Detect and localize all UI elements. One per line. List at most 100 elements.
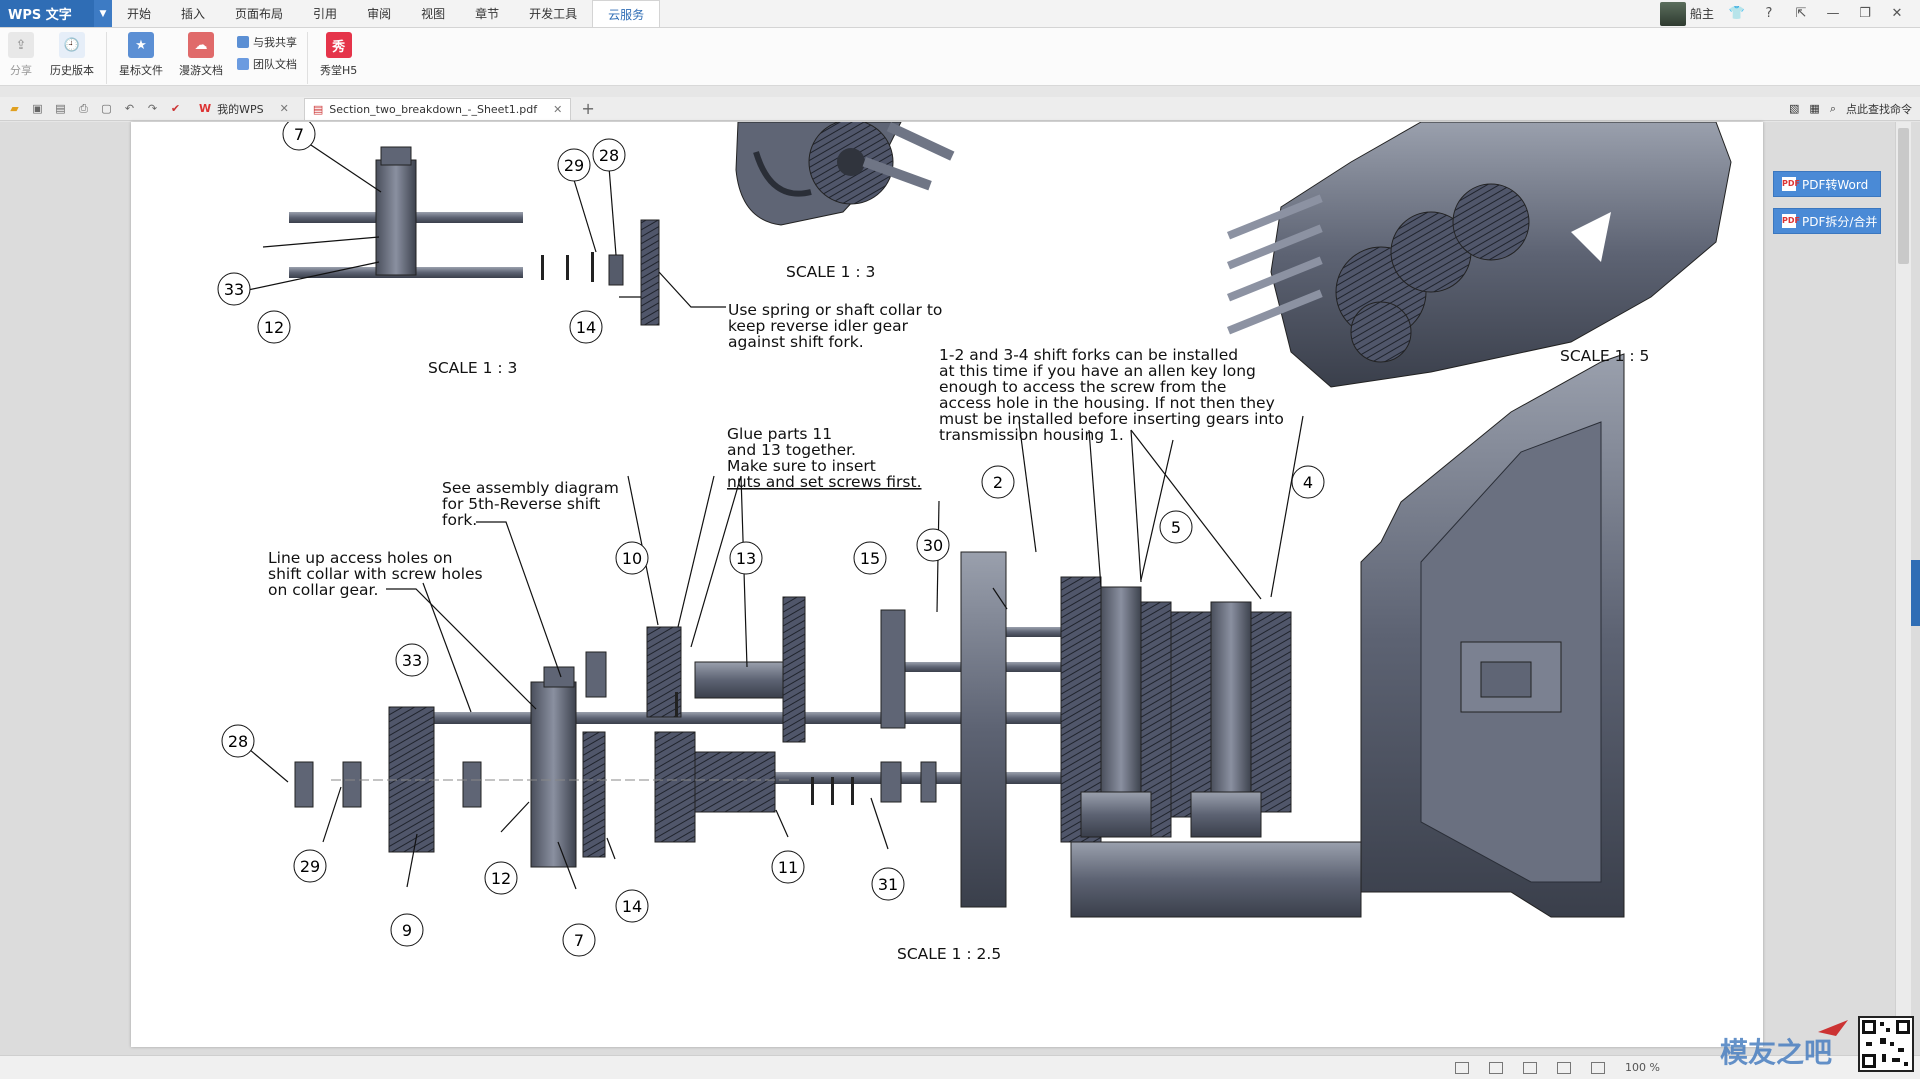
svg-text:29: 29 bbox=[300, 857, 320, 876]
eye-protect-icon[interactable] bbox=[1591, 1061, 1606, 1074]
two-page-icon[interactable] bbox=[1557, 1061, 1572, 1074]
starred-label: 星标文件 bbox=[119, 64, 163, 77]
svg-text:must be installed before inser: must be installed before inserting gears… bbox=[939, 410, 1284, 428]
callout-5: 5 bbox=[1159, 510, 1193, 544]
tab-cloud-services[interactable]: 云服务 bbox=[592, 0, 661, 27]
pin-icon[interactable]: ⇱ bbox=[1795, 6, 1807, 21]
search-command[interactable]: 点此查找命令 bbox=[1846, 102, 1912, 116]
tab-home[interactable]: 开始 bbox=[127, 7, 152, 21]
close-icon[interactable]: ✕ bbox=[1891, 6, 1903, 21]
pdf-icon: PDF bbox=[1782, 214, 1800, 228]
tab-references[interactable]: 引用 bbox=[313, 7, 338, 21]
continuous-page-icon[interactable] bbox=[1523, 1061, 1538, 1074]
leader-lines bbox=[242, 134, 1304, 890]
save-icon[interactable]: ▣ bbox=[32, 101, 43, 115]
close-tab-icon[interactable]: ✕ bbox=[553, 102, 563, 116]
skin-icon[interactable]: 👕 bbox=[1728, 6, 1746, 21]
svg-text:nuts and set screws first.: nuts and set screws first. bbox=[727, 473, 922, 491]
export-icon[interactable]: ▤ bbox=[55, 101, 66, 115]
share-button[interactable]: ⇪ 分享 bbox=[0, 32, 42, 78]
new-tab-icon[interactable]: + bbox=[581, 99, 595, 118]
pdf-to-word-button[interactable]: PDF PDF转Word bbox=[1773, 171, 1881, 197]
single-page-icon[interactable] bbox=[1489, 1061, 1504, 1074]
svg-text:31: 31 bbox=[878, 875, 898, 894]
svg-text:33: 33 bbox=[224, 280, 244, 299]
user-account[interactable]: 船主 bbox=[1659, 1, 1714, 26]
callout-2: 2 bbox=[981, 465, 1015, 499]
restore-icon[interactable]: ❐ bbox=[1859, 6, 1871, 21]
undo-icon[interactable]: ↶ bbox=[124, 101, 135, 115]
redo-icon[interactable]: ↷ bbox=[147, 101, 158, 115]
pdf-split-merge-button[interactable]: PDF PDF拆分/合并 bbox=[1773, 208, 1881, 234]
svg-text:Glue parts 11: Glue parts 11 bbox=[727, 425, 832, 443]
tab-chapter[interactable]: 章节 bbox=[475, 7, 500, 21]
assembly-drawing: 7 29 28 33 12 14 2 4 5 30 10 13 15 33 28… bbox=[217, 122, 1732, 963]
tab-my-wps-label: 我的WPS bbox=[217, 102, 264, 116]
callout-15: 15 bbox=[853, 541, 887, 575]
zoom-level[interactable]: 100 % bbox=[1625, 1061, 1660, 1074]
callout-14b: 14 bbox=[615, 889, 649, 923]
callout-28b: 28 bbox=[221, 724, 255, 758]
callout-12b: 12 bbox=[484, 861, 518, 895]
pdf-file-icon: ▤ bbox=[312, 102, 324, 116]
vertical-scrollbar[interactable] bbox=[1895, 122, 1911, 1055]
tab-review[interactable]: 审阅 bbox=[367, 7, 392, 21]
starred-files-button[interactable]: ★ 星标文件 bbox=[111, 32, 171, 78]
svg-text:10: 10 bbox=[622, 549, 642, 568]
tab-developer[interactable]: 开发工具 bbox=[529, 7, 578, 21]
svg-text:7: 7 bbox=[574, 931, 584, 950]
svg-text:against shift fork.: against shift fork. bbox=[728, 333, 864, 351]
minimize-icon[interactable]: — bbox=[1826, 6, 1840, 21]
shared-with-me-label: 与我共享 bbox=[253, 36, 297, 49]
settings-icon[interactable]: ▦ bbox=[1809, 102, 1820, 115]
print-icon[interactable]: ⎙ bbox=[79, 101, 88, 115]
divider bbox=[307, 32, 308, 84]
team-docs-button[interactable]: 团队文档 bbox=[237, 56, 297, 72]
sidebar-toggle-tab[interactable] bbox=[1911, 560, 1920, 626]
roaming-docs-button[interactable]: ☁ 漫游文档 bbox=[171, 32, 231, 78]
chevron-down-icon[interactable]: ▼ bbox=[94, 0, 112, 27]
svg-text:and 13 together.: and 13 together. bbox=[727, 441, 856, 459]
check-icon[interactable]: ✔ bbox=[170, 101, 181, 115]
svg-text:9: 9 bbox=[402, 921, 412, 940]
svg-text:keep reverse idler gear: keep reverse idler gear bbox=[728, 317, 909, 335]
svg-text:12: 12 bbox=[264, 318, 284, 337]
callout-30: 30 bbox=[916, 528, 950, 562]
search-icon[interactable]: ⌕ bbox=[1829, 101, 1836, 115]
avatar[interactable] bbox=[1659, 1, 1686, 26]
shared-folder-icon bbox=[237, 36, 249, 48]
tab-insert[interactable]: 插入 bbox=[181, 7, 206, 21]
callout-11: 11 bbox=[771, 850, 805, 884]
preview-icon[interactable]: ▢ bbox=[101, 101, 112, 115]
callout-13: 13 bbox=[729, 541, 763, 575]
callout-10: 10 bbox=[615, 541, 649, 575]
tab-page-layout[interactable]: 页面布局 bbox=[235, 7, 284, 21]
app-name: WPS 文字 bbox=[8, 8, 72, 23]
tab-my-wps[interactable]: W 我的WPS ✕ bbox=[190, 98, 298, 120]
status-bar: 100 % bbox=[0, 1055, 1920, 1079]
app-menu-button[interactable]: WPS 文字 ▼ bbox=[0, 0, 112, 27]
svg-text:access hole in the housing. If: access hole in the housing. If not then … bbox=[939, 394, 1275, 412]
shared-with-me-button[interactable]: 与我共享 bbox=[237, 34, 297, 50]
xiutang-button[interactable]: 秀 秀堂H5 bbox=[312, 32, 365, 78]
callout-14a: 14 bbox=[569, 310, 603, 344]
svg-text:transmission housing 1.: transmission housing 1. bbox=[939, 426, 1124, 444]
scrollbar-thumb[interactable] bbox=[1898, 128, 1909, 264]
tab-document[interactable]: ▤ Section_two_breakdown_-_Sheet1.pdf ✕ bbox=[303, 97, 572, 120]
pdf-to-word-label: PDF转Word bbox=[1802, 177, 1869, 192]
history-button[interactable]: 🕘 历史版本 bbox=[42, 32, 102, 78]
document-icon[interactable]: ▧ bbox=[1789, 102, 1800, 115]
tab-view[interactable]: 视图 bbox=[421, 7, 446, 21]
svg-text:Use spring or shaft collar to: Use spring or shaft collar to bbox=[728, 301, 942, 319]
document-tab-strip: ▰ ▣ ▤ ⎙ ▢ ↶ ↷ ✔ W 我的WPS ✕ ▤ Section_two_… bbox=[0, 97, 1920, 121]
pdf-icon: PDF bbox=[1782, 177, 1800, 191]
callout-12a: 12 bbox=[257, 310, 291, 344]
callout-33a: 33 bbox=[217, 272, 251, 306]
open-folder-icon[interactable]: ▰ bbox=[10, 101, 19, 115]
fit-page-icon[interactable] bbox=[1455, 1061, 1470, 1074]
help-icon[interactable]: ? bbox=[1765, 6, 1773, 21]
svg-text:7: 7 bbox=[294, 125, 304, 144]
close-tab-icon[interactable]: ✕ bbox=[279, 102, 289, 115]
ribbon: ⇪ 分享 🕘 历史版本 ★ 星标文件 ☁ 漫游文档 与我共享 团队文档 秀 秀堂… bbox=[0, 28, 1920, 86]
note-lineup: Line up access holes on shift collar wit… bbox=[268, 549, 483, 599]
